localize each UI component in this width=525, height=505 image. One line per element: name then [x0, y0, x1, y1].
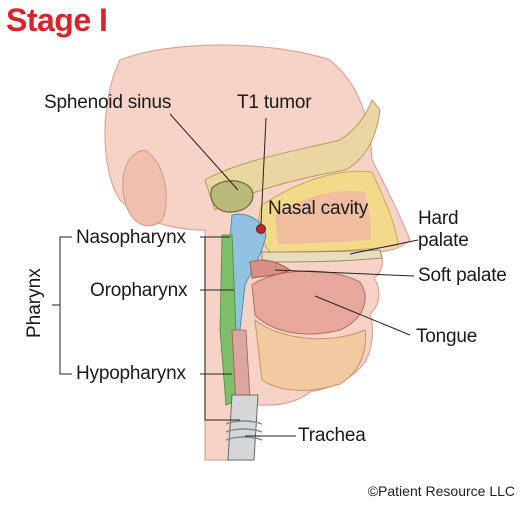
skull-bone [204, 99, 381, 211]
label-trachea: Trachea [298, 425, 366, 446]
label-sphenoid-sinus: Sphenoid sinus [44, 92, 172, 113]
label-nasal-cavity: Nasal cavity [268, 198, 369, 219]
label-pharynx: Pharynx [24, 268, 45, 338]
trachea-rings [225, 420, 263, 441]
t1-tumor-dot [256, 224, 266, 234]
hard-palate [261, 249, 383, 263]
soft-palate [249, 259, 291, 279]
leader-lines [52, 113, 419, 437]
nasopharynx-region [227, 213, 267, 331]
stage-title: Stage I [6, 2, 108, 38]
label-oropharynx: Oropharynx [90, 280, 188, 301]
copyright-notice: ©Patient Resource LLC [367, 483, 515, 499]
tongue-region [251, 270, 366, 335]
label-t1-tumor: T1 tumor [237, 92, 312, 113]
label-nasopharynx: Nasopharynx [76, 227, 186, 248]
label-hypopharynx: Hypopharynx [76, 363, 186, 384]
ear [122, 149, 167, 227]
label-hard-palate-1: Hard [418, 208, 459, 229]
label-hard-palate-2: palate [418, 230, 469, 251]
label-soft-palate: Soft palate [418, 265, 507, 286]
trachea-tube [227, 394, 259, 461]
sphenoid-sinus-region [210, 180, 254, 213]
jaw [254, 318, 367, 391]
label-tongue: Tongue [416, 326, 478, 347]
